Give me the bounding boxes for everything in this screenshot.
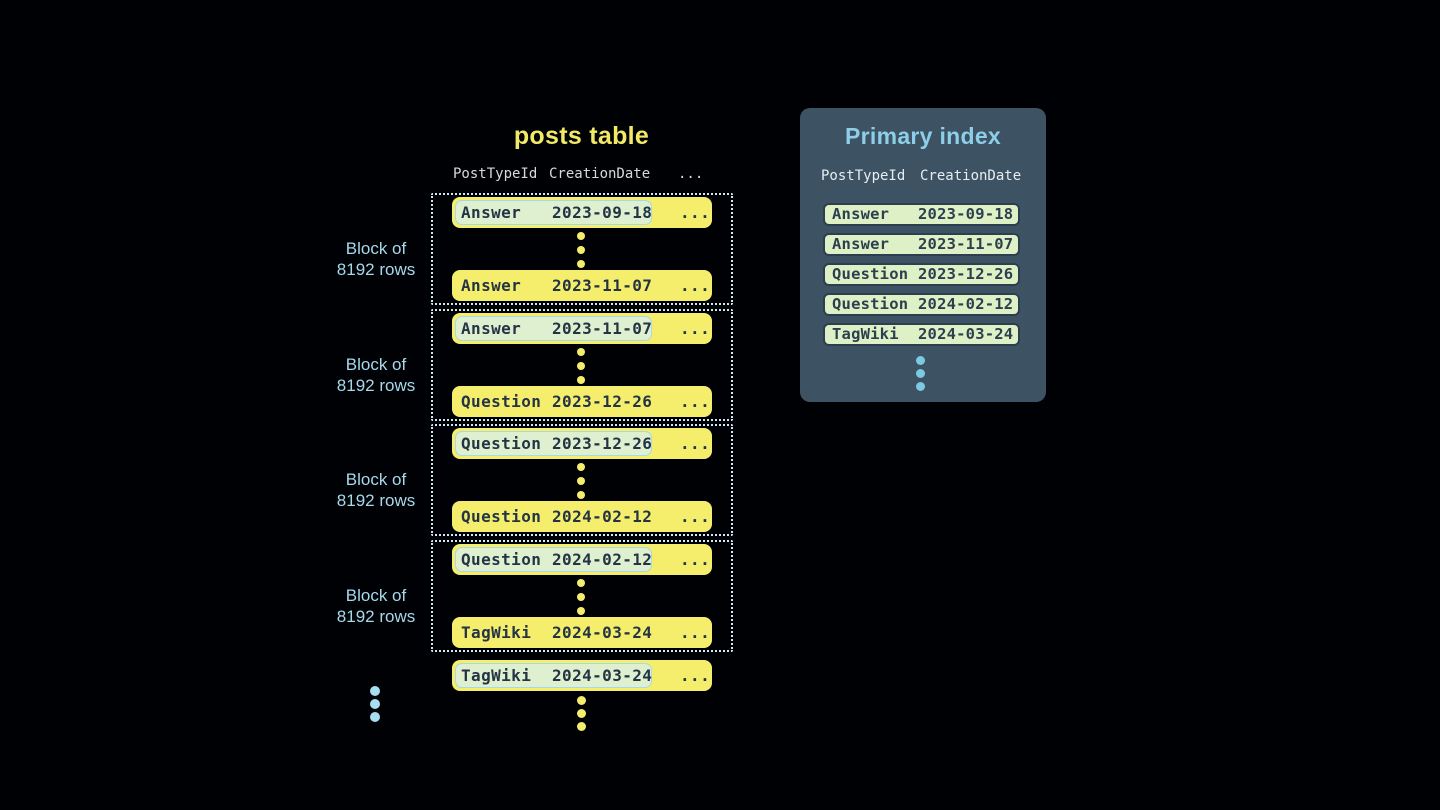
creationdate-value: 2023-09-18 [918, 205, 1014, 223]
creationdate-value: 2023-12-26 [552, 392, 653, 411]
indexed-row-highlight [455, 663, 652, 688]
index-entry: Answer 2023-09-18 [823, 203, 1020, 226]
creationdate-value: 2023-11-07 [552, 319, 653, 338]
more-columns-ellipsis: ... [680, 550, 711, 569]
posttypeid-value: TagWiki [461, 623, 532, 642]
vertical-ellipsis-icon [577, 579, 585, 621]
more-columns-ellipsis: ... [680, 623, 711, 642]
row-block-2: Answer 2023-11-07 ... Question 2023-12-2… [431, 309, 733, 421]
index-entry: TagWiki 2024-03-24 [823, 323, 1020, 346]
indexed-row-highlight [455, 200, 652, 225]
creationdate-value: 2023-11-07 [918, 235, 1014, 253]
posttypeid-value: TagWiki [461, 666, 532, 685]
index-entry: Question 2023-12-26 [823, 263, 1020, 286]
vertical-ellipsis-icon [577, 348, 585, 390]
more-columns-ellipsis: ... [680, 666, 711, 685]
block-label-line1: Block of [345, 586, 407, 605]
creationdate-value: 2024-02-12 [552, 550, 653, 569]
table-row-next-block-start: TagWiki 2024-03-24 ... [452, 660, 712, 691]
index-entry: Question 2024-02-12 [823, 293, 1020, 316]
block-label-line2: 8192 rows [336, 607, 416, 626]
creationdate-value: 2024-02-12 [552, 507, 653, 526]
more-index-entries-ellipsis-icon [916, 356, 925, 395]
creationdate-value: 2024-03-24 [918, 325, 1014, 343]
table-row: Answer 2023-09-18 ... [452, 197, 712, 228]
posttypeid-value: Answer [832, 235, 890, 253]
table-row: Question 2023-12-26 ... [452, 428, 712, 459]
posttypeid-value: Answer [832, 205, 890, 223]
creationdate-value: 2023-09-18 [552, 203, 653, 222]
block-label-line2: 8192 rows [336, 376, 416, 395]
posts-table-title: posts table [513, 122, 650, 150]
creationdate-value: 2023-12-26 [552, 434, 653, 453]
posttypeid-value: Question [832, 265, 909, 283]
index-entry: Answer 2023-11-07 [823, 233, 1020, 256]
more-columns-ellipsis: ... [680, 507, 711, 526]
vertical-ellipsis-icon [577, 232, 585, 274]
vertical-ellipsis-icon [577, 463, 585, 505]
posttypeid-value: Answer [461, 203, 522, 222]
table-row: Answer 2023-11-07 ... [452, 270, 712, 301]
block-label-line1: Block of [345, 470, 407, 489]
posts-header-posttypeid: PostTypeId [453, 166, 538, 182]
row-block-4: Question 2024-02-12 ... TagWiki 2024-03-… [431, 540, 733, 652]
block-label-3: Block of 8192 rows [326, 469, 426, 511]
creationdate-value: 2023-12-26 [918, 265, 1014, 283]
creationdate-value: 2024-03-24 [552, 666, 653, 685]
row-block-1: Answer 2023-09-18 ... Answer 2023-11-07 … [431, 193, 733, 305]
more-columns-ellipsis: ... [680, 319, 711, 338]
posttypeid-value: Question [461, 507, 542, 526]
posts-header-more-ellipsis: ... [678, 166, 704, 182]
row-block-3: Question 2023-12-26 ... Question 2024-02… [431, 424, 733, 536]
block-label-line1: Block of [345, 355, 407, 374]
more-columns-ellipsis: ... [680, 434, 711, 453]
more-columns-ellipsis: ... [680, 392, 711, 411]
table-row: Question 2024-02-12 ... [452, 501, 712, 532]
creationdate-value: 2023-11-07 [552, 276, 653, 295]
more-columns-ellipsis: ... [680, 203, 711, 222]
primary-index-title: Primary index [844, 123, 1002, 149]
posttypeid-value: Question [461, 392, 542, 411]
block-label-line2: 8192 rows [336, 260, 416, 279]
block-label-line2: 8192 rows [336, 491, 416, 510]
posttypeid-value: Question [832, 295, 909, 313]
posttypeid-value: Question [461, 550, 542, 569]
table-row: TagWiki 2024-03-24 ... [452, 617, 712, 648]
posttypeid-value: Question [461, 434, 542, 453]
block-label-4: Block of 8192 rows [326, 585, 426, 627]
posts-header-creationdate: CreationDate [549, 166, 651, 182]
table-row: Question 2023-12-26 ... [452, 386, 712, 417]
index-header-creationdate: CreationDate [920, 168, 1022, 184]
posttypeid-value: Answer [461, 276, 522, 295]
index-header-posttypeid: PostTypeId [821, 168, 906, 184]
block-label-line1: Block of [345, 239, 407, 258]
indexed-row-highlight [455, 431, 652, 456]
table-row: Answer 2023-11-07 ... [452, 313, 712, 344]
indexed-row-highlight [455, 316, 652, 341]
posttypeid-value: Answer [461, 319, 522, 338]
more-columns-ellipsis: ... [680, 276, 711, 295]
more-blocks-ellipsis-icon [370, 686, 380, 725]
indexed-row-highlight [455, 547, 652, 572]
posttypeid-value: TagWiki [832, 325, 899, 343]
more-rows-ellipsis-icon [577, 696, 586, 735]
table-row: Question 2024-02-12 ... [452, 544, 712, 575]
primary-index-panel: Primary index PostTypeId CreationDate An… [800, 108, 1046, 402]
creationdate-value: 2024-02-12 [918, 295, 1014, 313]
block-label-2: Block of 8192 rows [326, 354, 426, 396]
creationdate-value: 2024-03-24 [552, 623, 653, 642]
block-label-1: Block of 8192 rows [326, 238, 426, 280]
